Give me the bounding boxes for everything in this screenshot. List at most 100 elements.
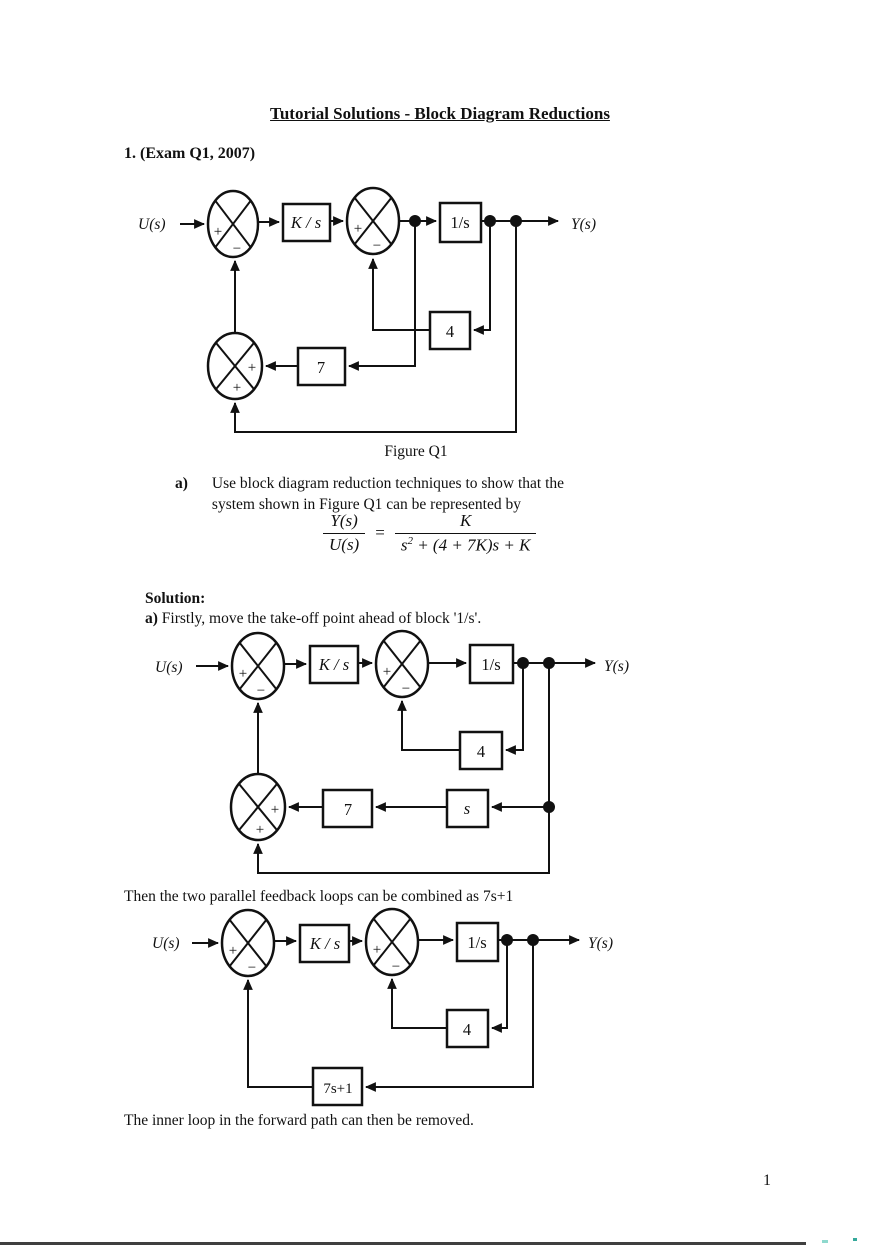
feedback-7s1-label: 7s+1: [323, 1081, 352, 1097]
takeoff-dot-1: [517, 657, 529, 669]
scan-artifact-line: [0, 1242, 806, 1245]
lhs-numerator: Y(s): [330, 511, 358, 531]
question-a-line1: Use block diagram reduction techniques t…: [211, 475, 565, 492]
sum-junction-3: + +: [206, 331, 264, 401]
integrator-block: 1/s: [438, 201, 483, 244]
input-signal-label: U(s): [155, 659, 183, 676]
sum2-plus-sign: +: [373, 942, 381, 958]
wire-4-to-sum2: [368, 257, 430, 331]
wire-7s1-to-sum1: [243, 978, 313, 1088]
feedback-7-block: 7: [321, 788, 374, 829]
s-block: s: [445, 788, 490, 829]
integrator-block-label: 1/s: [481, 655, 500, 674]
solution-step-a-label: a): [145, 610, 158, 627]
rhs-den-rest: + (4 + 7K)s + K: [412, 535, 531, 555]
sum3-plus-bottom-sign: +: [256, 822, 264, 838]
takeoff-dot-1: [409, 215, 421, 227]
input-signal-label: U(s): [138, 216, 166, 233]
solution-step-a: a) Firstly, move the take-off point ahea…: [145, 610, 481, 628]
remove-loop-text: The inner loop in the forward path can t…: [124, 1112, 474, 1129]
sum1-minus-sign: −: [248, 960, 256, 976]
sum3-plus-right-sign: +: [248, 360, 256, 376]
sum1-plus-sign: +: [239, 666, 247, 682]
rhs-fraction: K s2 + (4 + 7K)s + K: [394, 511, 537, 556]
sum2-plus-sign: +: [354, 221, 362, 237]
equals-sign: =: [375, 523, 385, 543]
sum-junction-1: + −: [206, 189, 260, 259]
solution-step-a-text: Firstly, move the take-off point ahead o…: [157, 610, 482, 627]
output-signal-label: Y(s): [604, 658, 629, 675]
wire-outer-feedback: [230, 224, 517, 433]
lhs-fraction: Y(s) U(s): [323, 511, 366, 555]
feedback-4-block: 4: [445, 1008, 490, 1049]
output-signal-label: Y(s): [571, 216, 596, 233]
wire-takeoff2-to-7s1: [364, 943, 534, 1092]
rhs-numerator: K: [459, 511, 472, 530]
scan-artifact-speck: [853, 1238, 857, 1241]
feedback-7-label: 7: [344, 800, 352, 819]
sum1-minus-sign: −: [257, 683, 265, 699]
integrator-block: 1/s: [455, 921, 500, 963]
takeoff-dot-2: [484, 215, 496, 227]
feedback-4-label: 4: [477, 742, 485, 761]
question-a: a) Use block diagram reduction technique…: [175, 473, 564, 515]
takeoff-dot-2: [527, 934, 539, 946]
sum-junction-2: + −: [374, 629, 430, 699]
takeoff-dot-3: [510, 215, 522, 227]
solution-diagram-1: + − + − + + K / s: [155, 629, 629, 874]
integrator-block-label: 1/s: [467, 933, 486, 952]
sum1-plus-sign: +: [229, 943, 237, 959]
gain-block: K / s: [298, 923, 351, 964]
document-title: Tutorial Solutions - Block Diagram Reduc…: [270, 104, 610, 123]
rhs-den-s: s: [400, 535, 408, 555]
sum1-minus-sign: −: [233, 241, 241, 257]
wire-takeoff2-to-4: [472, 224, 491, 335]
feedback-7s1-block: 7s+1: [311, 1066, 364, 1107]
question-a-item-label: a): [175, 475, 188, 492]
gain-block-label: K / s: [290, 213, 321, 232]
figure-q1-caption: Figure Q1: [384, 443, 448, 460]
question-a-line2: system shown in Figure Q1 can be represe…: [211, 496, 521, 513]
gain-block: K / s: [308, 644, 360, 685]
feedback-4-label: 4: [463, 1020, 471, 1039]
figure-q1-diagram: + − + − + + K / s: [138, 186, 596, 433]
lhs-denominator: U(s): [323, 533, 366, 555]
sum-junction-2: + −: [364, 907, 420, 977]
sum1-plus-sign: +: [214, 224, 222, 240]
feedback-7-block: 7: [296, 346, 347, 387]
sum-junction-3: + +: [229, 772, 287, 842]
sum-junction-1: + −: [220, 908, 276, 978]
sum-junction-1: + −: [230, 631, 286, 701]
section-heading: 1. (Exam Q1, 2007): [124, 145, 256, 162]
input-signal-label: U(s): [152, 935, 180, 952]
sum2-minus-sign: −: [392, 959, 400, 975]
wire-outer-feedback: [253, 810, 550, 874]
wire-takeoff1-to-4: [504, 666, 524, 755]
gain-block: K / s: [281, 202, 332, 243]
question-a-text: Use block diagram reduction techniques t…: [212, 473, 564, 515]
sum3-plus-right-sign: +: [271, 802, 279, 818]
wire-4-to-sum2: [387, 977, 447, 1029]
rhs-den-exponent: 2: [407, 535, 413, 547]
wire-takeoff1-to-7: [347, 224, 416, 371]
gain-block-label: K / s: [318, 655, 349, 674]
transfer-function-equation: Y(s) U(s) = K s2 + (4 + 7K)s + K: [323, 511, 537, 556]
takeoff-dot-1: [501, 934, 513, 946]
sum2-minus-sign: −: [373, 238, 381, 254]
feedback-4-block: 4: [428, 310, 472, 351]
takeoff-dot-2: [543, 657, 555, 669]
output-signal-label: Y(s): [588, 935, 613, 952]
combine-loops-text: Then the two parallel feedback loops can…: [124, 888, 514, 905]
feedback-7-label: 7: [317, 358, 325, 377]
wire-takeoff1-to-4: [490, 943, 508, 1033]
integrator-block-label: 1/s: [450, 213, 469, 232]
sum2-minus-sign: −: [402, 681, 410, 697]
sum2-plus-sign: +: [383, 664, 391, 680]
feedback-4-label: 4: [446, 322, 454, 341]
takeoff-dot-3: [543, 801, 555, 813]
rhs-denominator: s2 + (4 + 7K)s + K: [394, 533, 537, 556]
wire-4-to-sum2: [397, 699, 460, 751]
solution-diagram-2: + − + − K / s 1/s 4: [152, 907, 613, 1107]
